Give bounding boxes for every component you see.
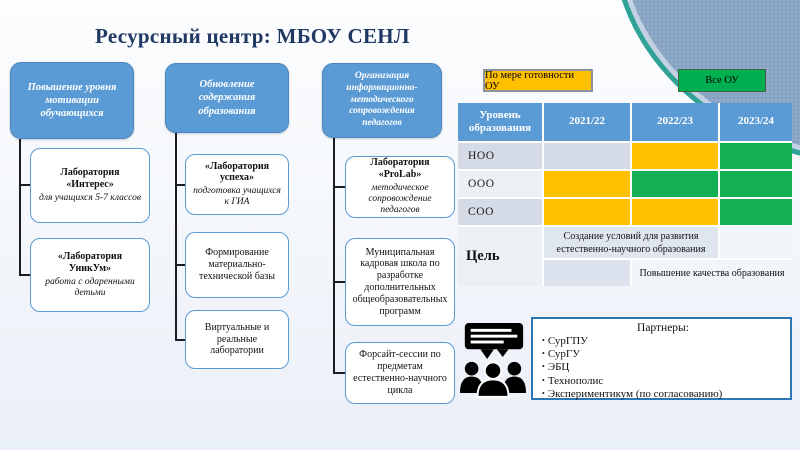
child-box-foresight-sessions: Форсайт-сессии по предметам естественно-… [345, 342, 455, 404]
partner-item: СурГУ [542, 348, 784, 361]
child-box-title: Форсайт-сессии по предметам естественно-… [353, 349, 447, 396]
connector-line [19, 184, 30, 186]
column-header-methodical-support: Организация информационно-методического … [322, 63, 442, 138]
partner-item: СурГПУ [542, 335, 784, 348]
connector-line [175, 184, 185, 186]
partners-panel: Партнеры: СурГПУ СурГУ ЭБЦ Технополис Эк… [531, 317, 792, 400]
table-header-2021-22: 2021/22 [544, 103, 630, 141]
child-box-subtitle: работа с одаренными детьми [45, 276, 135, 298]
status-cell [632, 143, 718, 169]
partner-item: Экспериментикум (по согласованию) [542, 388, 784, 401]
legend-item-when-ready: По мере готовности ОУ [483, 69, 593, 92]
status-cell [720, 143, 792, 169]
child-box-title: Формирование материально-технической баз… [199, 247, 275, 282]
goal-text-quality: Повышение качества образования [632, 260, 792, 286]
partner-item: ЭБЦ [542, 361, 784, 374]
child-box-subtitle: методическое сопровождение педагогов [368, 183, 432, 216]
child-box-subtitle: для учащихся 5-7 классов [39, 192, 141, 203]
child-box-lab-unikum: «Лаборатория УникУм» работа с одаренными… [30, 238, 150, 312]
status-cell [632, 199, 718, 225]
audience-presentation-icon [459, 323, 527, 398]
goal-text-conditions: Создание условий для развития естественн… [544, 227, 718, 258]
row-label-noo: НОО [458, 143, 542, 169]
connector-line [175, 339, 185, 341]
child-box-lab-prolab: Лаборатория «ProLab» методическое сопров… [345, 156, 455, 218]
child-box-municipal-school: Муниципальная кадровая школа по разработ… [345, 238, 455, 326]
legend-item-all-schools: Все ОУ [678, 69, 766, 92]
partners-title: Партнеры: [637, 322, 689, 334]
child-box-subtitle: подготовка учащихся к ГИА [193, 186, 281, 208]
child-box-material-base: Формирование материально-технической баз… [185, 232, 289, 298]
table-header-2023-24: 2023/24 [720, 103, 792, 141]
child-box-title: «Лаборатория УникУм» [57, 251, 123, 274]
status-cell [544, 171, 630, 197]
goal-label: Цель [458, 227, 542, 286]
row-label-soo: СОО [458, 199, 542, 225]
connector-line [19, 274, 30, 276]
roadmap-table: Уровень образования 2021/22 2022/23 2023… [458, 103, 792, 286]
partners-list: СурГПУ СурГУ ЭБЦ Технополис Эксперименти… [542, 335, 784, 402]
connector-line [333, 281, 345, 283]
connector-line [333, 138, 335, 373]
child-box-lab-interes: Лаборатория «Интерес» для учащихся 5-7 к… [30, 148, 150, 223]
column-header-content-update: Обновление содержания образования [165, 63, 289, 133]
child-box-virtual-labs: Виртуальные и реальные лаборатории [185, 310, 289, 369]
goal-empty-cell [720, 227, 792, 258]
child-box-title: Лаборатория «Интерес» [60, 167, 120, 190]
table-header-2022-23: 2022/23 [632, 103, 718, 141]
connector-line [333, 186, 345, 188]
connector-line [175, 133, 177, 340]
status-cell [544, 199, 630, 225]
slide-title: Ресурсный центр: МБОУ СЕНЛ [95, 24, 410, 48]
child-box-title: «Лаборатория успеха» [204, 160, 270, 184]
connector-line [175, 264, 185, 266]
table-header-level: Уровень образования [458, 103, 542, 141]
goal-empty-cell [544, 260, 630, 286]
column-header-motivation: Повышение уровня мотивации обучающихся [10, 62, 134, 139]
connector-line [19, 139, 21, 275]
child-box-title: Лаборатория «ProLab» [370, 157, 430, 181]
child-box-lab-uspekha: «Лаборатория успеха» подготовка учащихся… [185, 154, 289, 215]
connector-line [333, 372, 345, 374]
partner-item: Технополис [542, 375, 784, 388]
status-cell [720, 171, 792, 197]
status-cell [544, 143, 630, 169]
child-box-title: Муниципальная кадровая школа по разработ… [352, 246, 448, 317]
child-box-title: Виртуальные и реальные лаборатории [204, 321, 270, 357]
status-cell [632, 171, 718, 197]
row-label-ooo: ООО [458, 171, 542, 197]
status-cell [720, 199, 792, 225]
